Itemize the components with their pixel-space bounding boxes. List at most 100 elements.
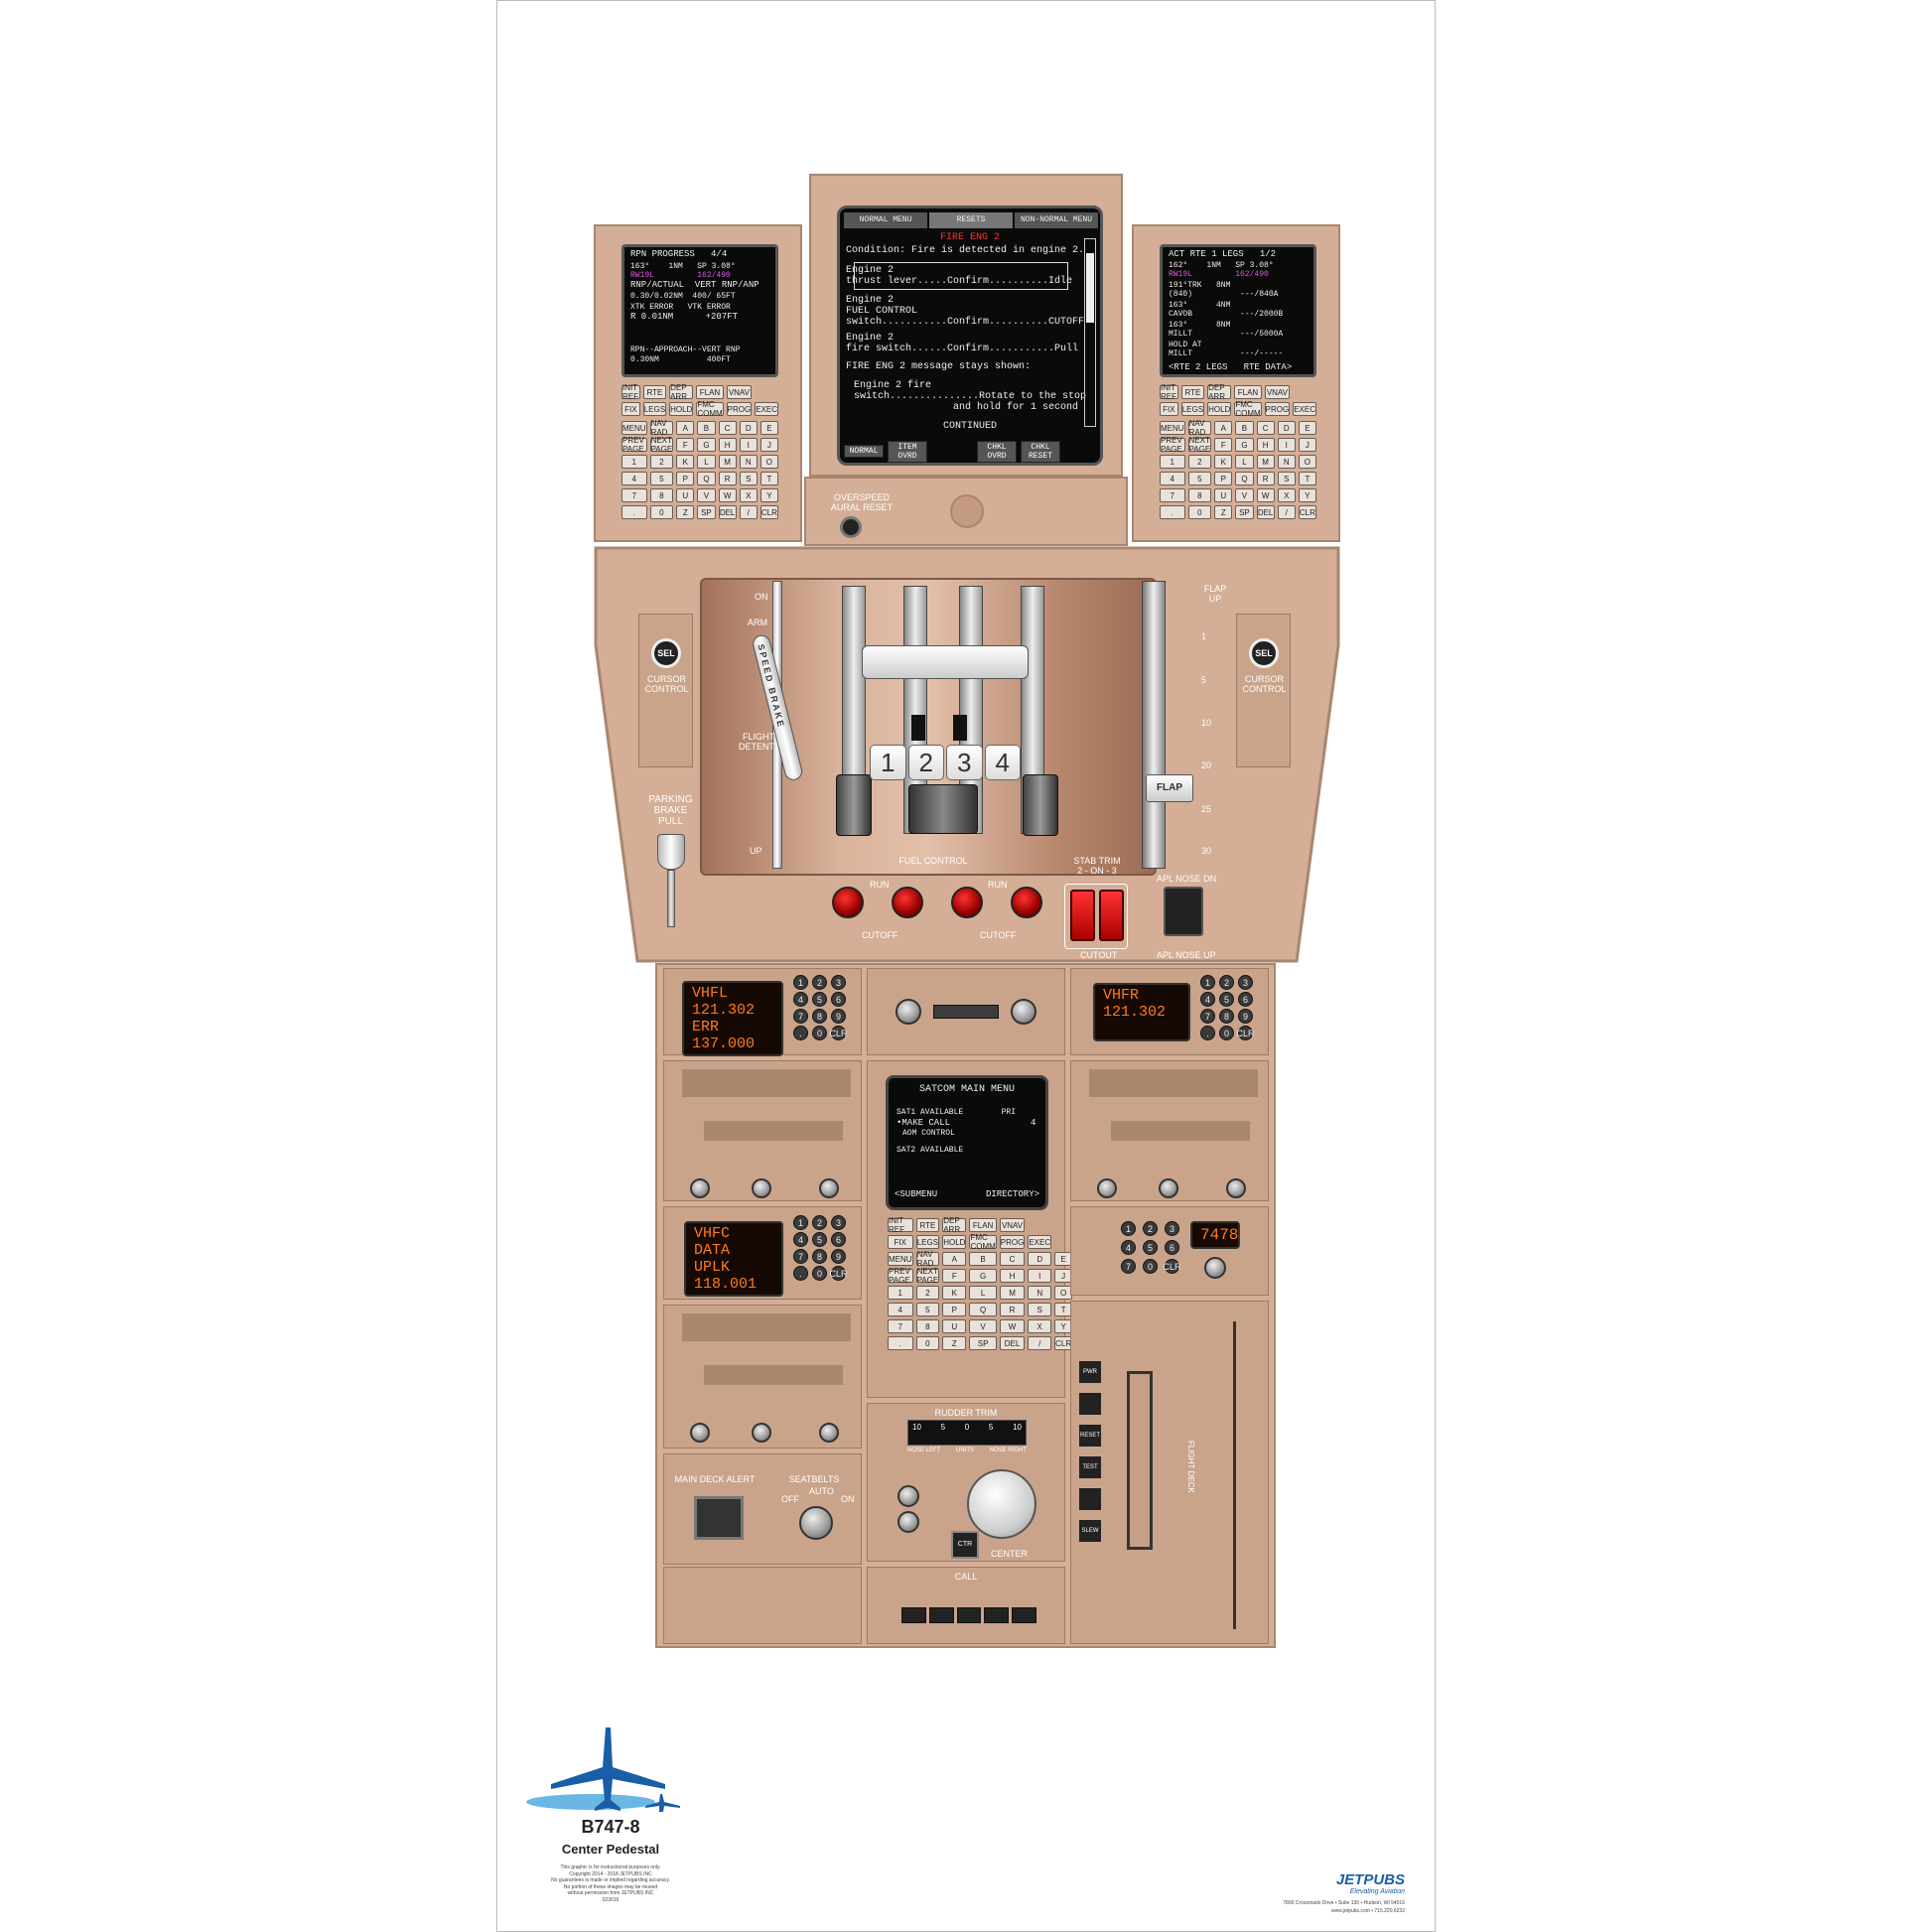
key-5[interactable]: 5: [1219, 992, 1234, 1007]
seatbelts-selector[interactable]: [799, 1506, 833, 1540]
key-v[interactable]: V: [1235, 488, 1254, 502]
key-s[interactable]: S: [1028, 1303, 1052, 1316]
key-w[interactable]: W: [1256, 488, 1275, 502]
audio-knob[interactable]: [752, 1178, 771, 1198]
key-legs[interactable]: LEGS: [642, 402, 667, 416]
eicas-chkl-ovrd-button[interactable]: CHKL OVRD: [977, 441, 1017, 463]
call-button[interactable]: [984, 1607, 1010, 1623]
key-4[interactable]: 4: [1121, 1240, 1136, 1255]
key-7[interactable]: 7: [793, 1009, 808, 1024]
key-7[interactable]: 7: [793, 1249, 808, 1264]
key-0[interactable]: 0: [1187, 505, 1212, 519]
key-y[interactable]: Y: [759, 488, 778, 502]
key-fix[interactable]: FIX: [888, 1235, 913, 1249]
key-1[interactable]: 1: [1160, 455, 1185, 469]
tab-normal-menu[interactable]: NORMAL MENU: [844, 212, 927, 228]
key-1[interactable]: 1: [793, 1215, 808, 1230]
key-7[interactable]: 7: [888, 1319, 913, 1333]
key-j[interactable]: J: [759, 438, 778, 452]
panel-light-dimmer[interactable]: [950, 494, 984, 528]
key-v[interactable]: V: [697, 488, 716, 502]
key-c[interactable]: C: [999, 1252, 1026, 1266]
key-m[interactable]: M: [1256, 455, 1275, 469]
aileron-trim-switch-left[interactable]: [897, 1485, 919, 1507]
key-sp[interactable]: SP: [697, 505, 716, 519]
key-prog[interactable]: PROG: [726, 402, 753, 416]
key-hold[interactable]: HOLD: [669, 402, 694, 416]
printer-paper-slot[interactable]: [1127, 1371, 1153, 1550]
key-n[interactable]: N: [739, 455, 758, 469]
key-y[interactable]: Y: [1298, 488, 1316, 502]
key-v[interactable]: V: [969, 1319, 997, 1333]
key-0[interactable]: 0: [649, 505, 674, 519]
key-9[interactable]: 9: [831, 1249, 846, 1264]
flap-handle[interactable]: FLAP: [1146, 774, 1193, 802]
parking-brake-handle[interactable]: [657, 834, 685, 928]
key-nav-rad[interactable]: NAV RAD: [649, 419, 674, 437]
aileron-trim-switch-right[interactable]: [897, 1511, 919, 1533]
key-2[interactable]: 2: [1143, 1221, 1158, 1236]
key-5[interactable]: 5: [812, 1232, 827, 1247]
autothrottle-disconnect-left[interactable]: [911, 715, 925, 741]
key-q[interactable]: Q: [1235, 472, 1254, 485]
key-0[interactable]: 0: [812, 1026, 827, 1040]
key-5[interactable]: 5: [915, 1303, 940, 1316]
key-dot[interactable]: .: [888, 1336, 913, 1350]
key-m[interactable]: M: [999, 1286, 1026, 1300]
eicas-chkl-reset-button[interactable]: CHKL RESET: [1021, 441, 1060, 463]
key-p[interactable]: P: [942, 1303, 967, 1316]
key-dep-arr[interactable]: DEP ARR: [1207, 383, 1232, 401]
key-d[interactable]: D: [739, 421, 758, 435]
key-7[interactable]: 7: [1121, 1259, 1136, 1274]
display-select-knob-left[interactable]: [896, 999, 921, 1025]
key-clr[interactable]: CLR: [759, 505, 778, 519]
printer-reset-button[interactable]: RESET: [1079, 1425, 1101, 1447]
key-vnav[interactable]: VNAV: [999, 1218, 1026, 1232]
key-o[interactable]: O: [1054, 1286, 1073, 1300]
key-fmc-comm[interactable]: FMC COMM: [696, 400, 724, 418]
key-i[interactable]: I: [739, 438, 758, 452]
display-select-buttons[interactable]: [933, 1005, 999, 1019]
tab-resets[interactable]: RESETS: [929, 212, 1013, 228]
key-0[interactable]: 0: [1219, 1026, 1234, 1040]
key-del[interactable]: DEL: [999, 1336, 1026, 1350]
key-4[interactable]: 4: [1200, 992, 1215, 1007]
key-o[interactable]: O: [1298, 455, 1316, 469]
key-5[interactable]: 5: [812, 992, 827, 1007]
audio-knob[interactable]: [752, 1423, 771, 1443]
audio-knob[interactable]: [1097, 1178, 1117, 1198]
key-6[interactable]: 6: [1238, 992, 1253, 1007]
key-hold[interactable]: HOLD: [942, 1235, 967, 1249]
key-vnav[interactable]: VNAV: [726, 385, 753, 399]
key-3[interactable]: 3: [831, 1215, 846, 1230]
rudder-trim-knob[interactable]: [967, 1469, 1036, 1539]
key-slash[interactable]: /: [1277, 505, 1296, 519]
key-i[interactable]: I: [1028, 1269, 1052, 1283]
key-dot[interactable]: .: [793, 1026, 808, 1040]
audio-knob[interactable]: [690, 1423, 710, 1443]
key-b[interactable]: B: [697, 421, 716, 435]
key-vnav[interactable]: VNAV: [1264, 385, 1291, 399]
key-o[interactable]: O: [759, 455, 778, 469]
key-c[interactable]: C: [718, 421, 737, 435]
key-fix[interactable]: FIX: [1160, 402, 1178, 416]
key-legs[interactable]: LEGS: [1180, 402, 1205, 416]
key-fmc-comm[interactable]: FMC COMM: [1234, 400, 1262, 418]
key-0[interactable]: 0: [915, 1336, 940, 1350]
throttle-crossbar[interactable]: [862, 645, 1029, 679]
mic-call-row-right[interactable]: [1089, 1069, 1258, 1097]
key-3[interactable]: 3: [1238, 975, 1253, 990]
key-g[interactable]: G: [1235, 438, 1254, 452]
key-clr[interactable]: CLR: [1298, 505, 1316, 519]
stab-trim-cutout-switch-2[interactable]: [1070, 890, 1095, 941]
key-del[interactable]: DEL: [1256, 505, 1275, 519]
key-1[interactable]: 1: [888, 1286, 913, 1300]
key-8[interactable]: 8: [649, 488, 674, 502]
key-6[interactable]: 6: [831, 992, 846, 1007]
rudder-trim-center-button[interactable]: CTR: [951, 1531, 979, 1559]
call-button[interactable]: [1012, 1607, 1036, 1623]
key-u[interactable]: U: [942, 1319, 967, 1333]
cursor-sel-button-left[interactable]: SEL: [651, 638, 681, 668]
mic-call-row-2-left[interactable]: [704, 1121, 843, 1141]
key-nav-rad[interactable]: NAV RAD: [915, 1250, 940, 1268]
